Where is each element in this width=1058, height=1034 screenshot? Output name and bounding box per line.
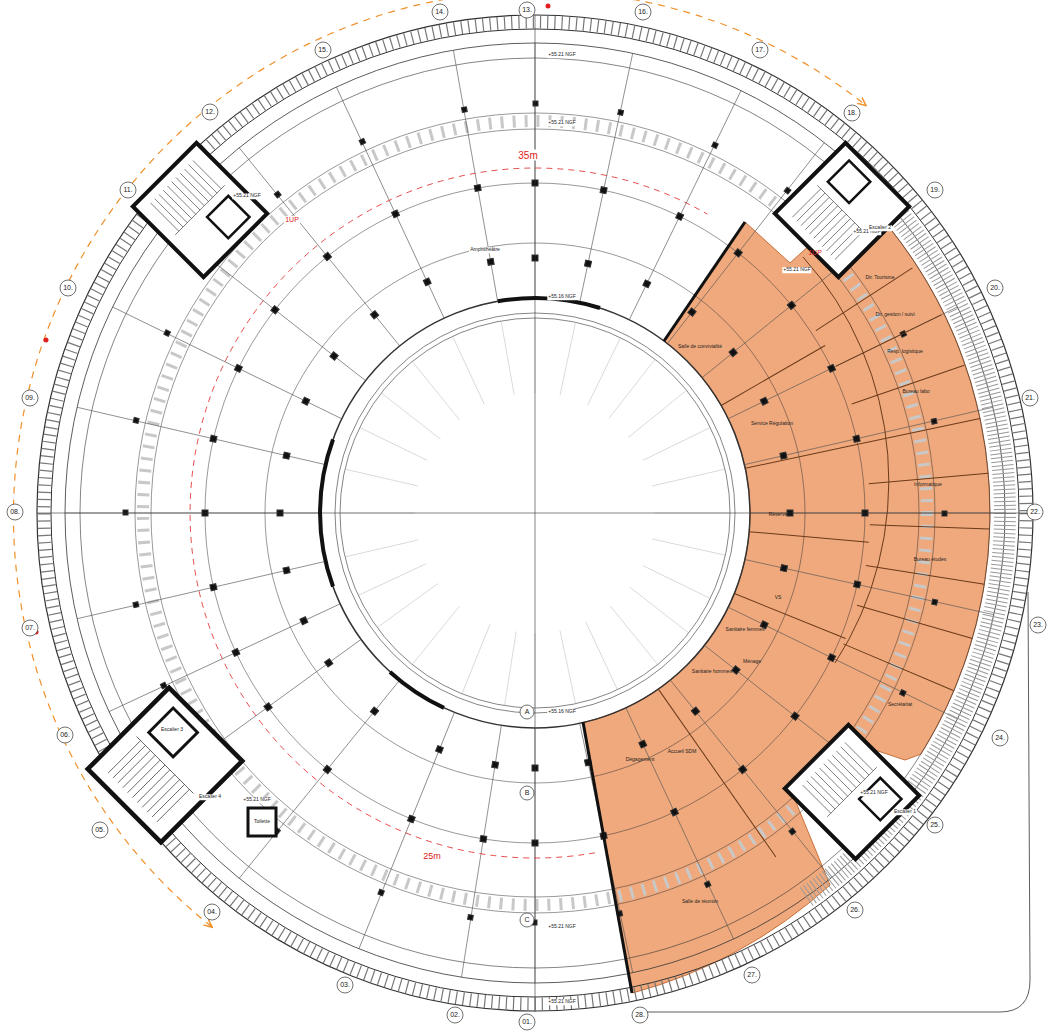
stair-direction: 1UP (808, 249, 822, 257)
room-name: Ménage (743, 659, 761, 665)
room-name: Dégagement (626, 757, 655, 763)
axis-number: 11. (123, 186, 132, 194)
axis-number: 18. (847, 109, 857, 117)
room-name: VS (775, 595, 782, 601)
room-name: Resp. logistique (887, 349, 923, 355)
axis-number: 08. (10, 508, 20, 516)
room-name: Escalier 2 (868, 225, 892, 231)
grid-letter: A (525, 708, 530, 716)
grid-letter: B (525, 789, 530, 797)
radius-dimension: 25m (422, 852, 442, 862)
room-name: Salle de convivialité (678, 344, 722, 350)
level-mark: +55.21 NGF (782, 267, 811, 273)
axis-number: 06. (60, 731, 70, 739)
room-name: Accueil SDM (668, 749, 697, 755)
axis-number: 23. (1033, 621, 1043, 629)
room-name: Escalier 4 (198, 794, 222, 800)
level-mark: +55.21 NGF (547, 120, 576, 126)
axis-number: 03. (340, 981, 350, 989)
level-mark: +55.21 NGF (547, 52, 576, 58)
room-name: Bureau études (914, 557, 947, 563)
axis-number: 12. (205, 108, 215, 116)
stair-direction: 1UP (284, 216, 300, 224)
room-name: Amphithéâtre (469, 247, 501, 253)
axis-number: 14. (435, 8, 445, 16)
axis-number: 09. (25, 394, 35, 402)
radius-dimension: 35m (517, 150, 538, 161)
room-name: Escalier 1 (893, 809, 917, 815)
room-name: Dir. gestion / suivi (875, 312, 914, 318)
level-mark: +55.16 NGF (547, 709, 576, 715)
axis-number: 28. (635, 1011, 645, 1019)
room-name: Toilette (253, 819, 271, 825)
grid-letter: C (524, 916, 529, 924)
axis-number: 19. (930, 186, 940, 194)
room-name: Escalier 3 (160, 727, 184, 733)
room-name: Dir. Tourisme (865, 275, 894, 281)
axis-number: 24. (995, 734, 1005, 742)
axis-number: 01. (522, 1018, 532, 1026)
axis-number: 17. (755, 46, 765, 54)
room-name: Service Régulation (751, 421, 793, 427)
axis-number: 20. (990, 284, 1000, 292)
room-name: Secrétariat (888, 702, 912, 708)
level-mark: +55.21 NGF (547, 999, 576, 1005)
axis-number: 07. (25, 624, 35, 632)
axis-number: 27. (747, 971, 757, 979)
axis-number: 05. (95, 826, 105, 834)
level-mark: +55.16 NGF (547, 294, 576, 300)
axis-number: 15. (318, 46, 328, 54)
axis-number: 02. (450, 1011, 460, 1019)
room-name: Sanitaire hommes (692, 669, 732, 675)
axis-number: 04. (207, 908, 217, 916)
axis-number: 10. (63, 284, 73, 292)
office-wing (583, 222, 990, 993)
level-mark: +55.21 NGF (547, 924, 576, 930)
room-name: Informatique (914, 482, 942, 488)
axis-number: 21. (1025, 394, 1035, 402)
axis-number: 16. (638, 8, 648, 16)
axis-number: 26. (850, 906, 860, 914)
axis-number: 13. (522, 6, 532, 14)
room-name: Réserve (769, 512, 788, 518)
room-name: Sanitaire femmes (726, 627, 765, 633)
room-name: Bureau labo (903, 389, 930, 395)
level-mark: +55.21 NGF (859, 790, 888, 796)
level-mark: +55.21 NGF (232, 193, 261, 199)
room-name: Salle de réunion (682, 899, 718, 905)
level-mark: +55.21 NGF (242, 797, 271, 803)
axis-number: 25. (930, 821, 940, 829)
axis-number: 22. (1030, 508, 1040, 516)
